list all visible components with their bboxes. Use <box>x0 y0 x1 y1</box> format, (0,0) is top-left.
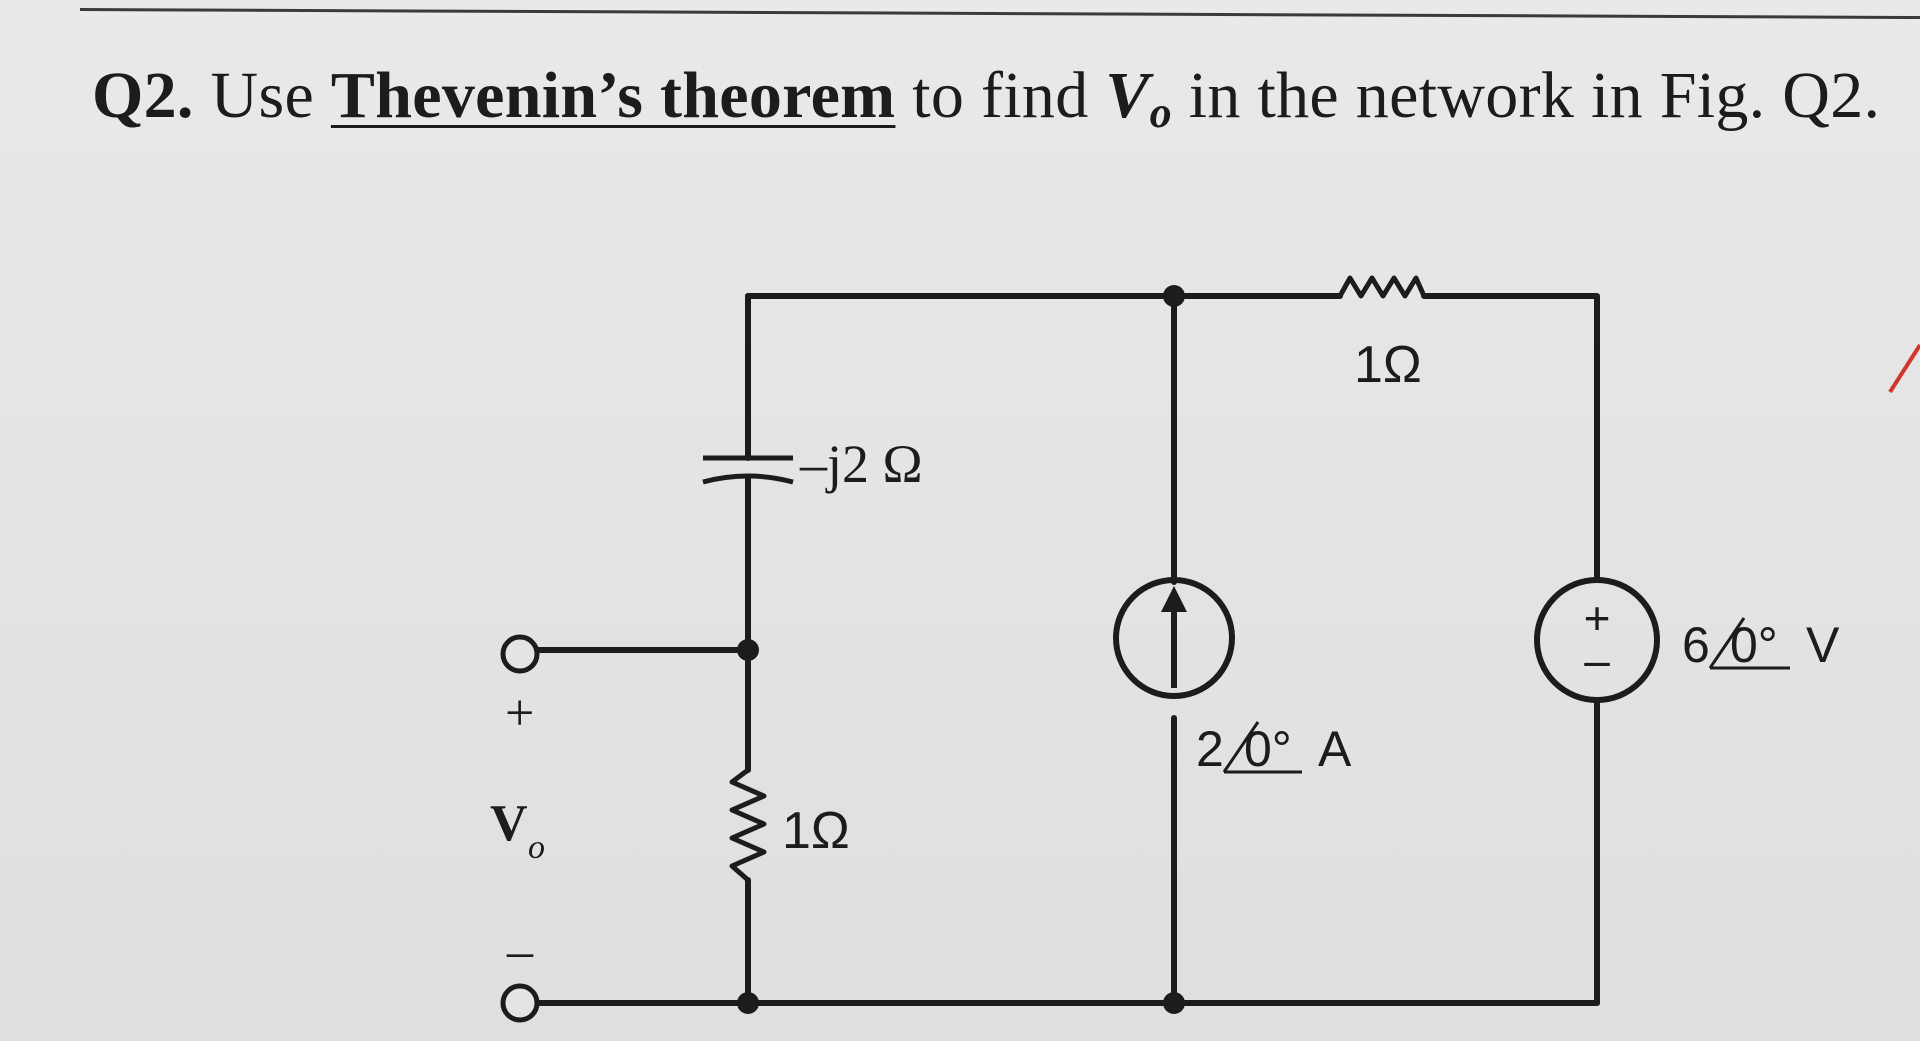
vo-label-sub: o <box>528 829 545 866</box>
question-number: Q2. <box>92 59 194 132</box>
question-variable-main: V <box>1105 59 1150 132</box>
terminal-top <box>500 634 540 674</box>
question-variable-sub: o <box>1149 88 1172 137</box>
question-text: Q2. Use Thevenin’s theorem to find Vo in… <box>92 58 1880 138</box>
current-arrow-icon <box>1161 586 1187 612</box>
question-text-after: in the network in Fig. Q2. <box>1171 59 1881 132</box>
current-source-value: 2 <box>1196 721 1224 777</box>
resistor-top <box>1337 275 1427 299</box>
resistor-top-label: 1Ω <box>1354 336 1422 394</box>
junction-dot <box>1163 285 1185 307</box>
vo-minus-sign: – <box>506 923 534 980</box>
wire-top-right <box>1421 293 1600 583</box>
terminal-bottom <box>500 983 540 1023</box>
resistor-left-label: 1Ω <box>782 802 850 860</box>
capacitor-label: –j2 Ω <box>799 434 923 494</box>
voltage-source-minus: – <box>1584 634 1610 686</box>
question-text-middle: to find <box>895 59 1106 132</box>
current-source-unit: A <box>1318 721 1352 777</box>
question-emphasis: Thevenin’s theorem <box>330 59 896 132</box>
current-source <box>1113 577 1235 699</box>
current-source-label: 2 0° A <box>1196 721 1352 777</box>
junction-dot <box>1163 992 1185 1014</box>
question-text-before: Use <box>193 59 331 132</box>
voltage-source-unit: V <box>1806 617 1840 673</box>
voltage-source-label: 6 0° V <box>1682 617 1840 673</box>
resistor-left <box>729 768 767 882</box>
voltage-source-angle: 0° <box>1730 617 1778 673</box>
junction-dot <box>737 639 759 661</box>
question-variable: Vo <box>1105 59 1172 137</box>
capacitor <box>702 455 794 485</box>
junction-dots <box>737 285 1185 1014</box>
vo-label-main: V <box>490 795 528 852</box>
current-source-angle: 0° <box>1244 721 1292 777</box>
voltage-source: + – <box>1534 577 1660 703</box>
junction-dot <box>737 992 759 1014</box>
voltage-source-plus: + <box>1584 592 1611 644</box>
vo-plus-sign: + <box>505 685 534 742</box>
red-pen-mark <box>1888 343 1920 394</box>
voltage-source-value: 6 <box>1682 617 1710 673</box>
